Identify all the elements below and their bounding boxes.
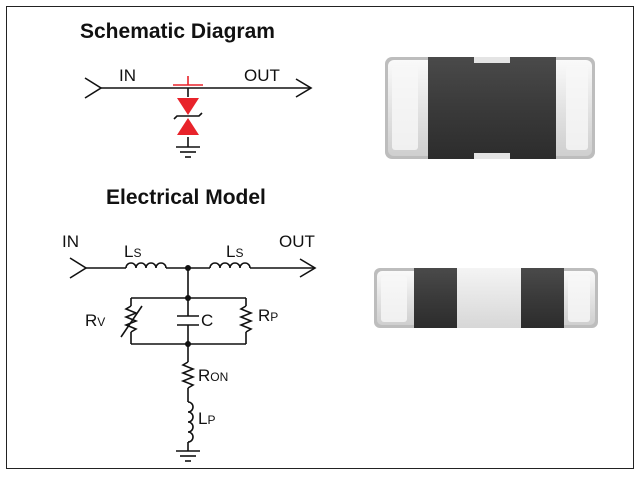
rp-resistor-icon xyxy=(238,305,254,333)
schematic-in-arrow xyxy=(84,77,103,99)
schematic-symbol xyxy=(84,77,313,158)
rv-label: RV xyxy=(85,311,106,330)
schematic-title: Schematic Diagram xyxy=(80,20,275,43)
model-in-label: IN xyxy=(62,232,79,251)
chip-top-view-image xyxy=(385,57,595,159)
lp-inductor-icon xyxy=(187,401,194,443)
tvs-diode-icon xyxy=(173,98,203,135)
schematic-in-label: IN xyxy=(119,66,136,85)
electrical-model xyxy=(69,257,317,462)
tvs-indicator-icon xyxy=(173,76,203,86)
rp-label: RP xyxy=(258,306,279,325)
ron-resistor-icon xyxy=(180,361,196,389)
model-title: Electrical Model xyxy=(106,186,266,209)
lp-label: LP xyxy=(198,409,216,428)
ron-label: RON xyxy=(198,366,229,385)
junction-dots xyxy=(185,265,191,347)
ls-left-label: LS xyxy=(124,242,142,261)
ls-left-inductor-icon xyxy=(125,262,167,269)
schematic-out-arrow xyxy=(295,78,313,98)
chip-side-view-image xyxy=(374,268,598,328)
model-in-arrow xyxy=(69,257,88,279)
c-label: C xyxy=(201,311,214,330)
rv-resistor-icon xyxy=(123,305,139,333)
schematic-out-label: OUT xyxy=(244,66,280,85)
ls-right-inductor-icon xyxy=(209,262,251,269)
model-out-label: OUT xyxy=(279,232,315,251)
rv-variable-arrow xyxy=(120,305,143,338)
model-out-arrow xyxy=(299,258,317,278)
ls-right-label: LS xyxy=(226,242,244,261)
